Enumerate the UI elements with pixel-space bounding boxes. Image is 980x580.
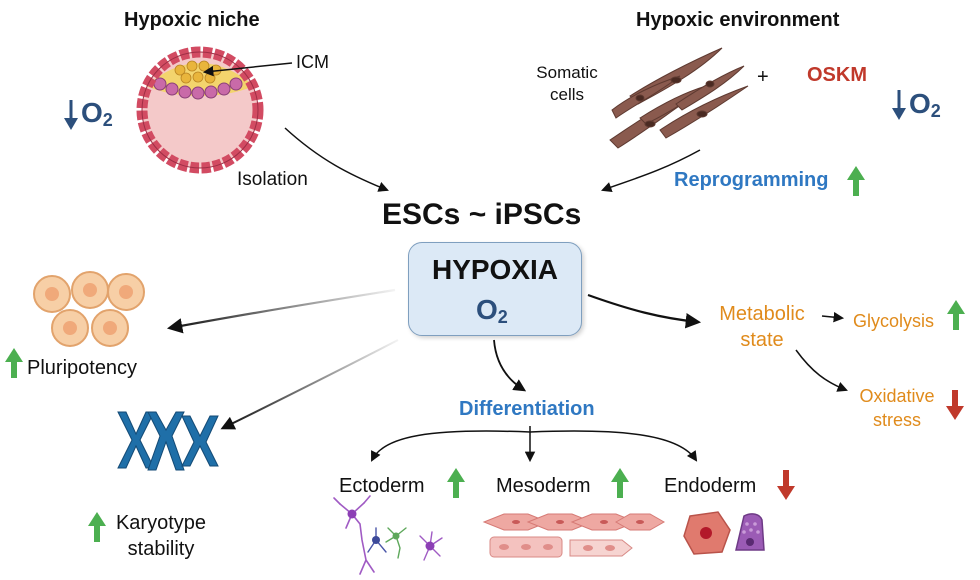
oxidative-down-arrow-icon (946, 390, 964, 420)
o2-label-center: O2 (476, 294, 508, 327)
ectoderm-label: Ectoderm (339, 475, 425, 497)
pluripotency-up-arrow-icon (5, 348, 23, 378)
pluripotent-cells-icon (33, 271, 145, 347)
o2-down-arrow-right-icon (892, 90, 906, 120)
metabolic-arrow (587, 293, 702, 329)
endoderm-down-arrow-icon (777, 470, 795, 500)
mesoderm-label: Mesoderm (496, 475, 591, 497)
o2-label-left: O2 (81, 97, 113, 130)
glycolysis-label: Glycolysis (853, 311, 935, 331)
escs-ipscs-title: ESCs ~ iPSCs (382, 198, 582, 231)
mesoderm-up-arrow-icon (611, 468, 629, 498)
oxidative-arrow (795, 349, 848, 392)
endoderm-label: Endoderm (664, 475, 757, 497)
reprogramming-up-arrow-icon (847, 166, 865, 196)
reprogramming-arrow (601, 149, 701, 193)
icm-pointer (202, 62, 293, 77)
differentiation-arrow (493, 339, 527, 392)
hypoxic-niche-title: Hypoxic niche (124, 9, 260, 31)
o2-down-arrow-left-icon (64, 100, 78, 130)
chromosomes-icon (117, 411, 219, 471)
somatic-fibroblasts-icon (609, 47, 749, 149)
hypoxia-box (408, 242, 582, 336)
glycolysis-arrow (821, 311, 845, 323)
plus-sign: + (757, 66, 769, 88)
endoderm-arrow (529, 430, 698, 462)
blastocyst-icon (136, 46, 264, 174)
karyotype-up-arrow-icon (88, 512, 106, 542)
pluripotency-label: Pluripotency (27, 357, 138, 379)
muscle-cells-icon (482, 513, 666, 558)
differentiation-label: Differentiation (459, 398, 595, 420)
reprogramming-label: Reprogramming (674, 169, 829, 191)
hypoxia-label: HYPOXIA (431, 254, 559, 285)
hypoxic-environment-title: Hypoxic environment (636, 9, 840, 31)
pluripotency-arrow (166, 288, 396, 334)
endoderm-cells-icon (683, 511, 765, 555)
icm-label: ICM (296, 52, 329, 72)
neurons-icon (333, 495, 443, 575)
ectoderm-up-arrow-icon (447, 468, 465, 498)
isolation-arrow (284, 127, 389, 192)
oskm-label: OSKM (807, 64, 867, 86)
karyotype-arrow (220, 339, 399, 430)
glycolysis-up-arrow-icon (947, 300, 965, 330)
o2-label-right: O2 (909, 88, 941, 121)
ectoderm-arrow (371, 430, 531, 462)
isolation-label: Isolation (237, 169, 308, 190)
